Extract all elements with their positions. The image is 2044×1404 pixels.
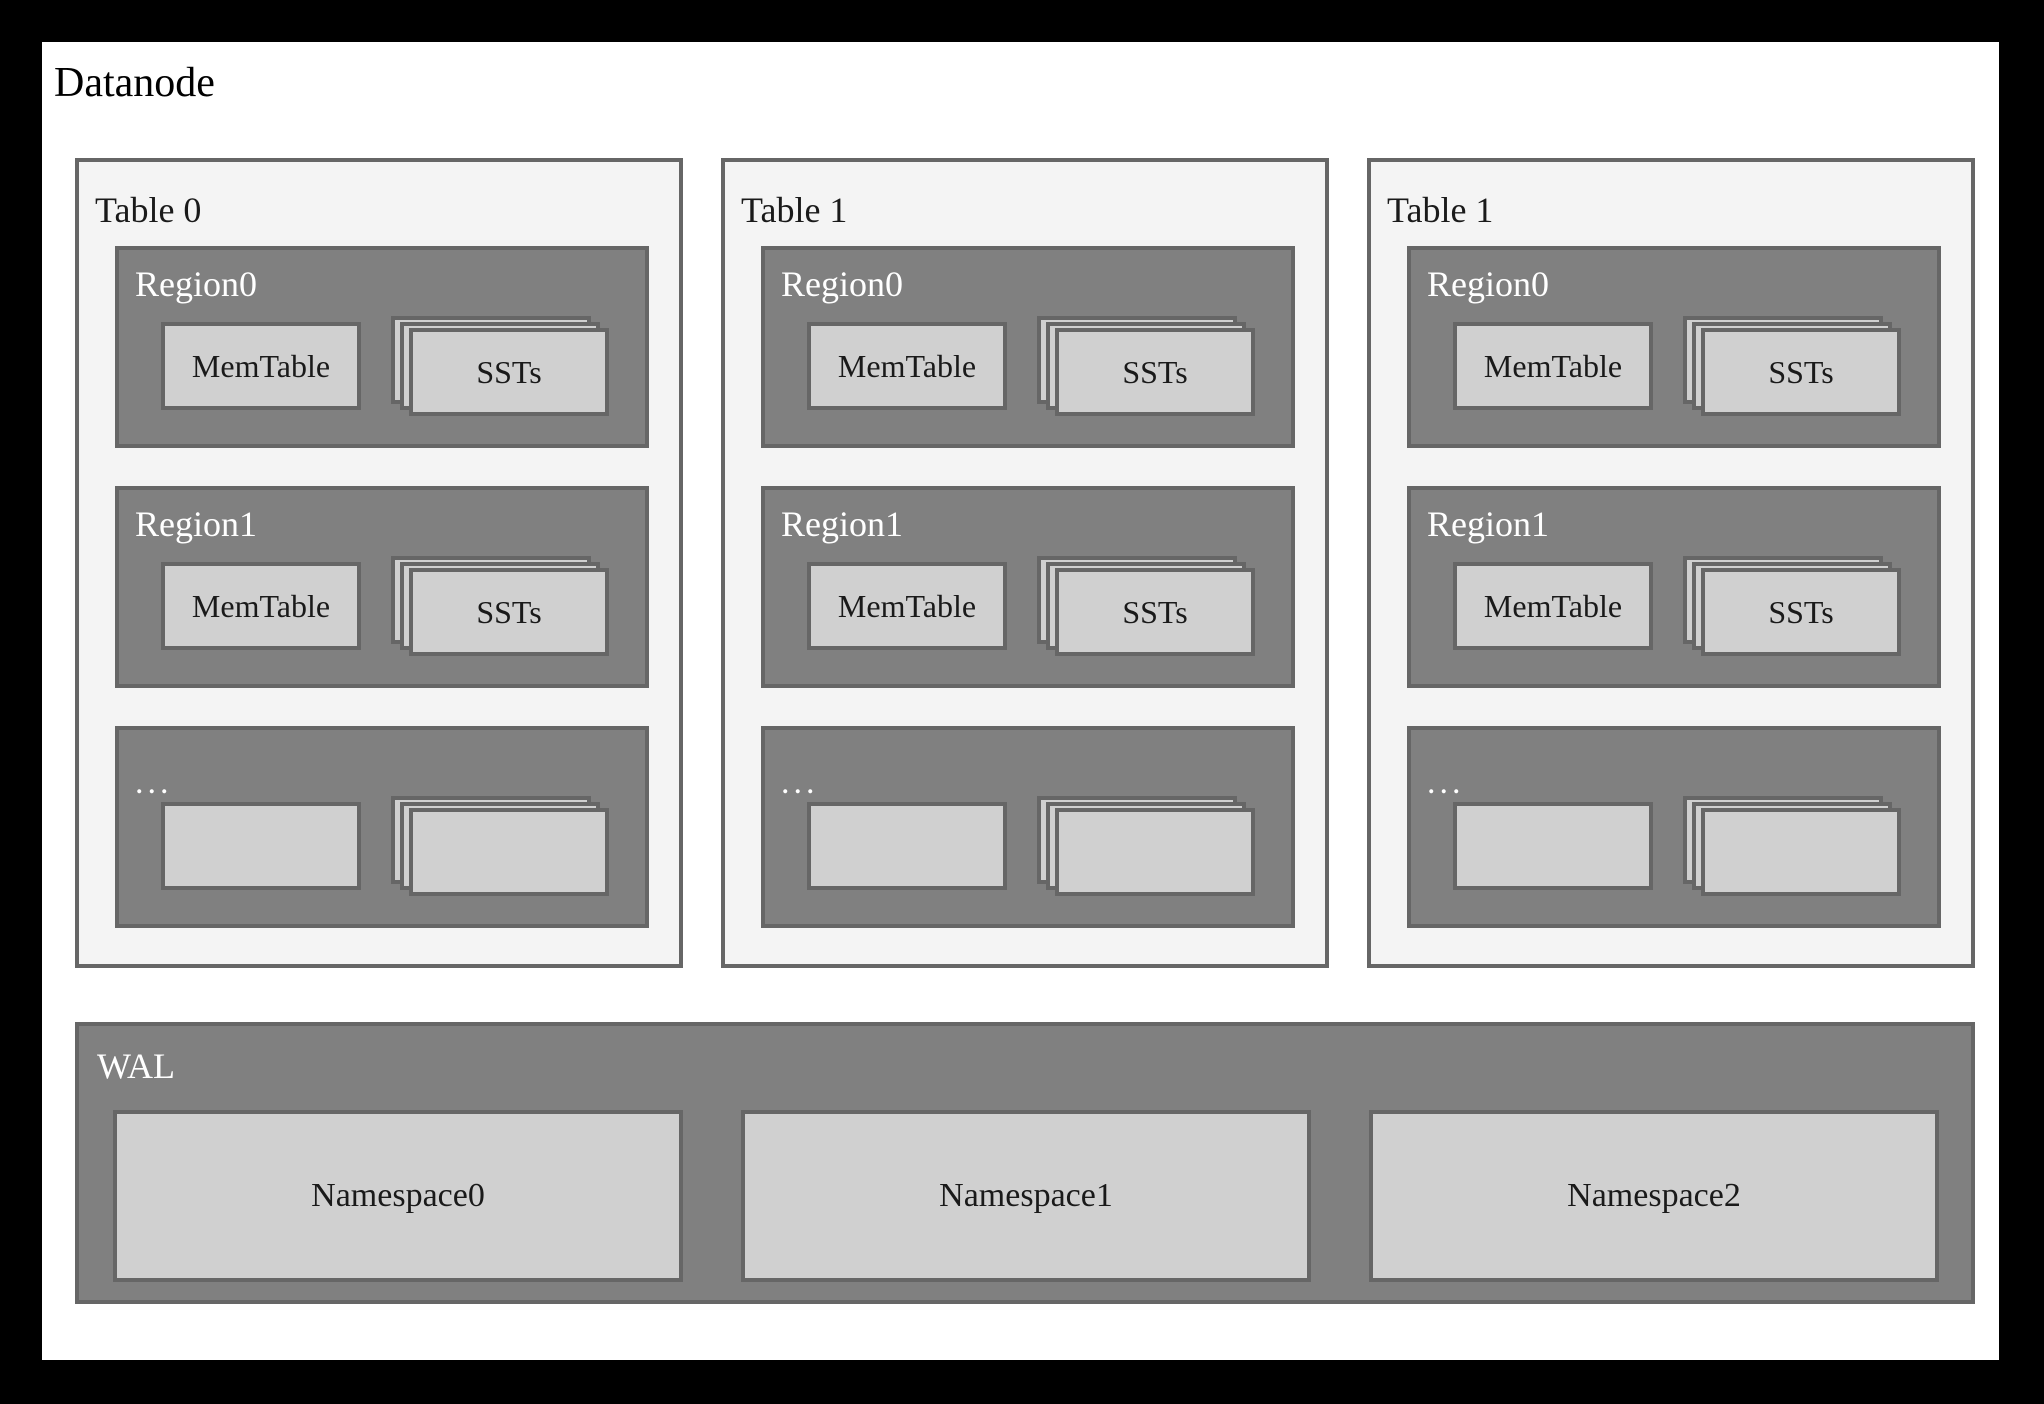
memtable-box[interactable]: MemTable [1453,562,1653,650]
namespace-row: Namespace0 Namespace1 Namespace2 [113,1110,1939,1282]
memtable-box[interactable]: MemTable [161,562,361,650]
region-block[interactable]: Region1 MemTable SSTs [115,486,649,688]
sst-stack[interactable]: SSTs [391,556,613,656]
tables-row: Table 0 Region0 MemTable SSTs Region1 Me… [75,158,1975,998]
memtable-box[interactable] [807,802,1007,890]
sst-stack[interactable]: SSTs [391,316,613,416]
region-block[interactable]: Region0 MemTable SSTs [115,246,649,448]
sst-sheet-front[interactable] [1701,808,1901,896]
page-title: Datanode [54,60,215,106]
table-title: Table 0 [95,190,202,230]
namespace-box[interactable]: Namespace2 [1369,1110,1939,1282]
sst-stack[interactable]: SSTs [1683,556,1905,656]
region-block-ellipsis[interactable]: ... [1407,726,1941,928]
ellipsis-label: ... [781,764,819,801]
memtable-box[interactable]: MemTable [807,322,1007,410]
namespace-box[interactable]: Namespace1 [741,1110,1311,1282]
sst-stack[interactable] [1037,796,1259,896]
table-panel-0[interactable]: Table 0 Region0 MemTable SSTs Region1 Me… [75,158,683,968]
sst-stack[interactable] [391,796,613,896]
table-panel-1[interactable]: Table 1 Region0 MemTable SSTs Region1 Me… [721,158,1329,968]
memtable-box[interactable]: MemTable [807,562,1007,650]
region-label: Region0 [781,264,903,304]
datanode-diagram-canvas: Datanode Table 0 Region0 MemTable SSTs R… [42,42,1999,1360]
region-label: Region0 [135,264,257,304]
sst-sheet-front[interactable]: SSTs [1701,328,1901,416]
region-block[interactable]: Region0 MemTable SSTs [1407,246,1941,448]
sst-stack[interactable]: SSTs [1683,316,1905,416]
sst-sheet-front[interactable]: SSTs [1701,568,1901,656]
region-block-ellipsis[interactable]: ... [115,726,649,928]
table-panel-2[interactable]: Table 1 Region0 MemTable SSTs Region1 Me… [1367,158,1975,968]
memtable-box[interactable] [1453,802,1653,890]
sst-stack[interactable] [1683,796,1905,896]
sst-sheet-front[interactable] [409,808,609,896]
table-title: Table 1 [741,190,848,230]
sst-sheet-front[interactable]: SSTs [1055,328,1255,416]
memtable-box[interactable]: MemTable [1453,322,1653,410]
ellipsis-label: ... [1427,764,1465,801]
sst-sheet-front[interactable]: SSTs [409,328,609,416]
memtable-box[interactable]: MemTable [161,322,361,410]
sst-sheet-front[interactable]: SSTs [409,568,609,656]
sst-stack[interactable]: SSTs [1037,316,1259,416]
region-label: Region1 [1427,504,1549,544]
region-label: Region1 [135,504,257,544]
table-title: Table 1 [1387,190,1494,230]
namespace-box[interactable]: Namespace0 [113,1110,683,1282]
ellipsis-label: ... [135,764,173,801]
sst-sheet-front[interactable] [1055,808,1255,896]
region-block[interactable]: Region1 MemTable SSTs [761,486,1295,688]
sst-sheet-front[interactable]: SSTs [1055,568,1255,656]
region-label: Region0 [1427,264,1549,304]
region-block-ellipsis[interactable]: ... [761,726,1295,928]
region-block[interactable]: Region0 MemTable SSTs [761,246,1295,448]
wal-label: WAL [97,1046,175,1086]
memtable-box[interactable] [161,802,361,890]
region-block[interactable]: Region1 MemTable SSTs [1407,486,1941,688]
sst-stack[interactable]: SSTs [1037,556,1259,656]
region-label: Region1 [781,504,903,544]
wal-block[interactable]: WAL Namespace0 Namespace1 Namespace2 [75,1022,1975,1304]
